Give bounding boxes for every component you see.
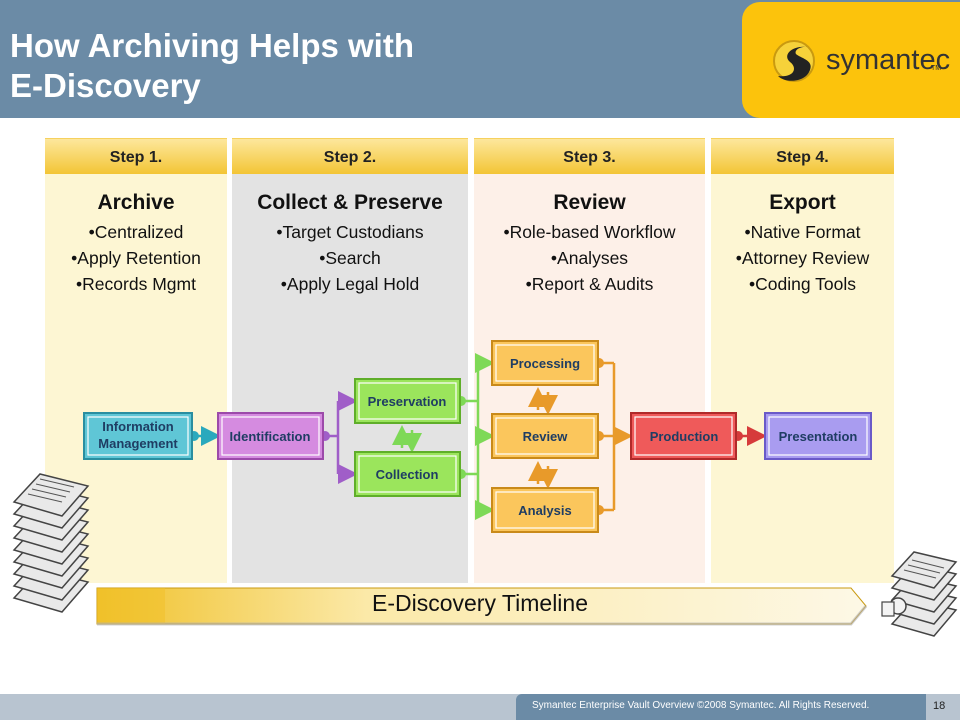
step-2-title: Collect & Preserve: [257, 191, 443, 214]
connector-info-to-identification: [189, 426, 221, 446]
symantec-logo-text: symantec: [826, 44, 951, 76]
label-identification: Identification: [230, 429, 311, 444]
step-3-header: Step 3.: [474, 138, 705, 174]
step-3-title: Review: [553, 191, 626, 214]
document-stack-right-icon: [881, 551, 958, 637]
box-review: Review: [491, 413, 599, 459]
step-1-title: Archive: [97, 191, 175, 214]
timeline-arrow: [96, 587, 868, 626]
label-collection: Collection: [376, 467, 439, 482]
step-4-item: •Coding Tools: [749, 274, 856, 294]
box-collection: Collection: [354, 451, 461, 497]
box-presentation: Presentation: [764, 412, 872, 460]
box-information-management: Information Management: [83, 412, 193, 460]
step-2-items: •Target Custodians •Search •Apply Legal …: [232, 219, 468, 297]
step-1-items: •Centralized •Apply Retention •Records M…: [45, 219, 227, 297]
slide-title-line1: How Archiving Helps with: [10, 27, 414, 64]
step-2-item: •Apply Legal Hold: [280, 274, 420, 294]
label-information: Information: [102, 419, 174, 434]
step-4-header: Step 4.: [711, 138, 894, 174]
step-1-item: •Centralized: [88, 222, 184, 242]
step-2-header: Step 2.: [232, 138, 468, 174]
step-column-1: Step 1. Archive •Centralized •Apply Rete…: [45, 138, 227, 583]
step-4-title: Export: [769, 191, 836, 214]
box-identification: Identification: [217, 412, 324, 460]
label-processing: Processing: [510, 356, 580, 371]
connector-green-fork: [456, 353, 495, 520]
document-stack-left-icon: [12, 473, 90, 613]
symantec-logo-tm: TM: [931, 65, 942, 72]
timeline-label: E-Discovery Timeline: [372, 590, 588, 616]
step-4-items: •Native Format •Attorney Review •Coding …: [711, 219, 894, 297]
step-column-4: Step 4. Export •Native Format •Attorney …: [711, 138, 894, 583]
step-1-item: •Apply Retention: [71, 248, 201, 268]
symantec-logo-icon: [773, 40, 815, 82]
label-presentation: Presentation: [779, 429, 858, 444]
step-3-item: •Role-based Workflow: [503, 222, 676, 242]
step-2-item: •Search: [319, 248, 381, 268]
label-production: Production: [650, 429, 719, 444]
step-4-item: •Native Format: [744, 222, 861, 242]
step-1-header: Step 1.: [45, 138, 227, 174]
label-preservation: Preservation: [368, 394, 447, 409]
step-column-2: Step 2. Collect & Preserve •Target Custo…: [232, 138, 468, 583]
connector-identification-fork: [320, 391, 358, 484]
label-analysis: Analysis: [518, 503, 571, 518]
footer-panel: [516, 694, 926, 720]
box-preservation: Preservation: [354, 378, 461, 424]
box-production: Production: [630, 412, 737, 460]
step-1-item: •Records Mgmt: [76, 274, 196, 294]
box-processing: Processing: [491, 340, 599, 386]
connector-orange-join: [594, 358, 633, 515]
step-3-items: •Role-based Workflow •Analyses •Report &…: [474, 219, 705, 297]
label-review: Review: [523, 429, 569, 444]
step-3-item: •Report & Audits: [525, 274, 654, 294]
step-4-item: •Attorney Review: [735, 248, 870, 268]
footer-copyright: Symantec Enterprise Vault Overview ©2008…: [532, 700, 870, 711]
connector-preservation-collection: [392, 425, 422, 453]
connector-orange-stack: [528, 387, 558, 489]
slide-title: How Archiving Helps with E-Discovery: [10, 26, 414, 106]
step-3-item: •Analyses: [550, 248, 629, 268]
page-number: 18: [933, 700, 946, 712]
slide-title-line2: E-Discovery: [10, 67, 201, 104]
connector-production-to-presentation: [733, 426, 767, 446]
label-management: Management: [98, 436, 178, 451]
step-2-item: •Target Custodians: [276, 222, 424, 242]
box-analysis: Analysis: [491, 487, 599, 533]
